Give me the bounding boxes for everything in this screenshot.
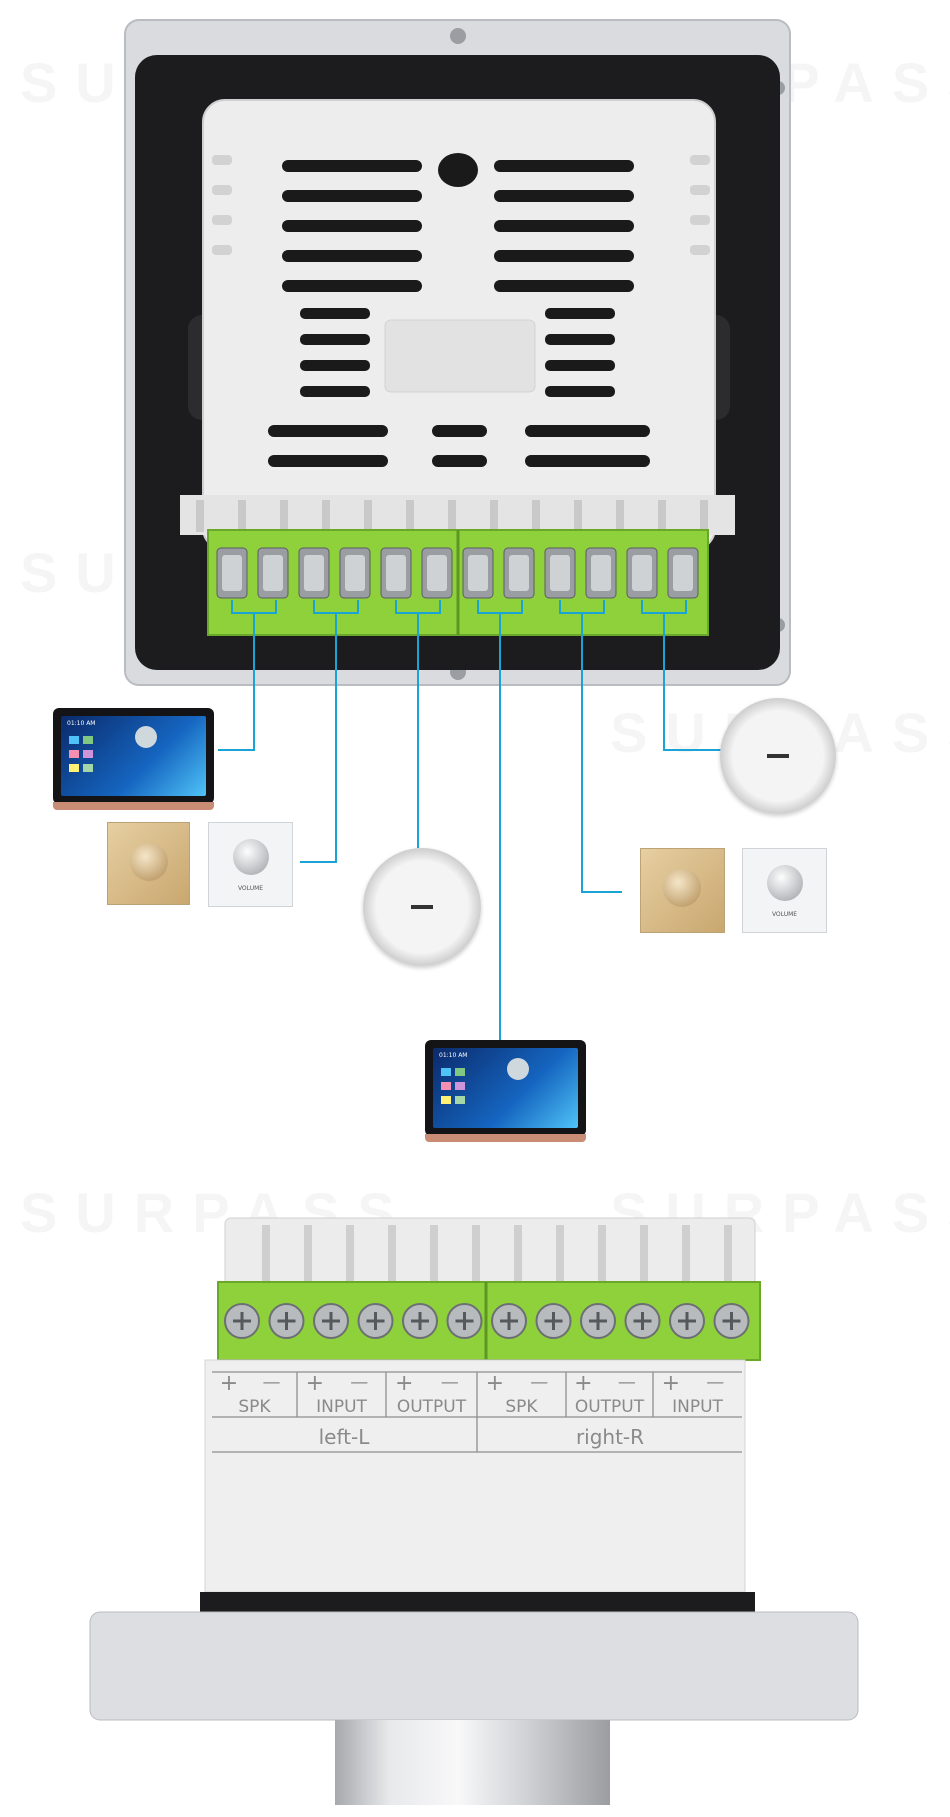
terminal-slot-top [298, 547, 330, 599]
polarity-plus: + [220, 1371, 238, 1396]
ceiling-speaker-right [720, 698, 836, 814]
terminal-slot-top [216, 547, 248, 599]
terminal-screw-side [491, 1303, 527, 1339]
terminal-slot-top [421, 547, 453, 599]
polarity-plus: + [574, 1371, 592, 1396]
terminal-group-label: INPUT [316, 1397, 367, 1417]
polarity-minus: — [441, 1372, 459, 1393]
polarity-plus: + [486, 1371, 504, 1396]
terminal-slot-top [544, 547, 576, 599]
wiring-diagram [218, 600, 722, 1040]
volume-label-right: VOLUME [771, 911, 798, 918]
terminal-slot-top [667, 547, 699, 599]
touch-panel-device-bottom: 01:10 AM [425, 1040, 586, 1142]
gold-volume-knob-right [640, 848, 725, 933]
terminal-screw-side [357, 1303, 394, 1339]
terminal-screw-side [268, 1303, 305, 1339]
volume-label: VOLUME [237, 885, 264, 892]
terminal-slot-top [380, 547, 412, 599]
polarity-minus: — [530, 1372, 548, 1393]
polarity-plus: + [395, 1371, 413, 1396]
terminal-group-label: OUTPUT [397, 1397, 467, 1417]
terminal-screw-side [580, 1303, 616, 1339]
terminal-slot-top [626, 547, 658, 599]
channel-label-left: left-L [319, 1425, 371, 1449]
polarity-minus: — [618, 1372, 636, 1393]
polarity-minus: — [263, 1372, 281, 1393]
panel-time-bottom: 01:10 AM [439, 1052, 468, 1059]
terminal-group-label: INPUT [672, 1397, 723, 1417]
ceiling-speaker [363, 848, 481, 966]
terminal-screw-side [313, 1303, 349, 1339]
white-volume-knob: VOLUME [208, 822, 293, 907]
touch-panel-device: 01:10 AM [53, 708, 214, 810]
terminal-screw-side [224, 1303, 260, 1339]
white-volume-knob-right: VOLUME [742, 848, 827, 933]
terminal-group-label: SPK [238, 1397, 271, 1417]
terminal-slot-top [257, 547, 289, 599]
polarity-plus: + [662, 1371, 680, 1396]
gold-volume-knob [107, 822, 190, 905]
terminal-screw-side [402, 1303, 438, 1339]
terminal-screw-side [624, 1303, 661, 1339]
terminal-screw-side [713, 1303, 750, 1339]
terminal-screw-side [535, 1303, 572, 1339]
panel-time: 01:10 AM [67, 720, 96, 727]
terminal-slot-top [339, 547, 371, 599]
terminal-screw-side [446, 1303, 483, 1339]
terminal-slot-top [503, 547, 535, 599]
polarity-minus: — [350, 1372, 368, 1393]
polarity-minus: — [706, 1372, 724, 1393]
channel-label-right: right-R [576, 1425, 644, 1449]
amplifier-side-view: +—SPK+—INPUT+—OUTPUT+—SPK+—OUTPUT+—INPUT… [89, 1217, 859, 1805]
terminal-slot-top [585, 547, 617, 599]
terminal-screw-side [669, 1303, 705, 1339]
polarity-plus: + [306, 1371, 324, 1396]
amplifier-back-view [124, 19, 791, 686]
terminal-slot-top [462, 547, 494, 599]
terminal-group-label: OUTPUT [575, 1397, 645, 1417]
terminal-group-label: SPK [505, 1397, 538, 1417]
